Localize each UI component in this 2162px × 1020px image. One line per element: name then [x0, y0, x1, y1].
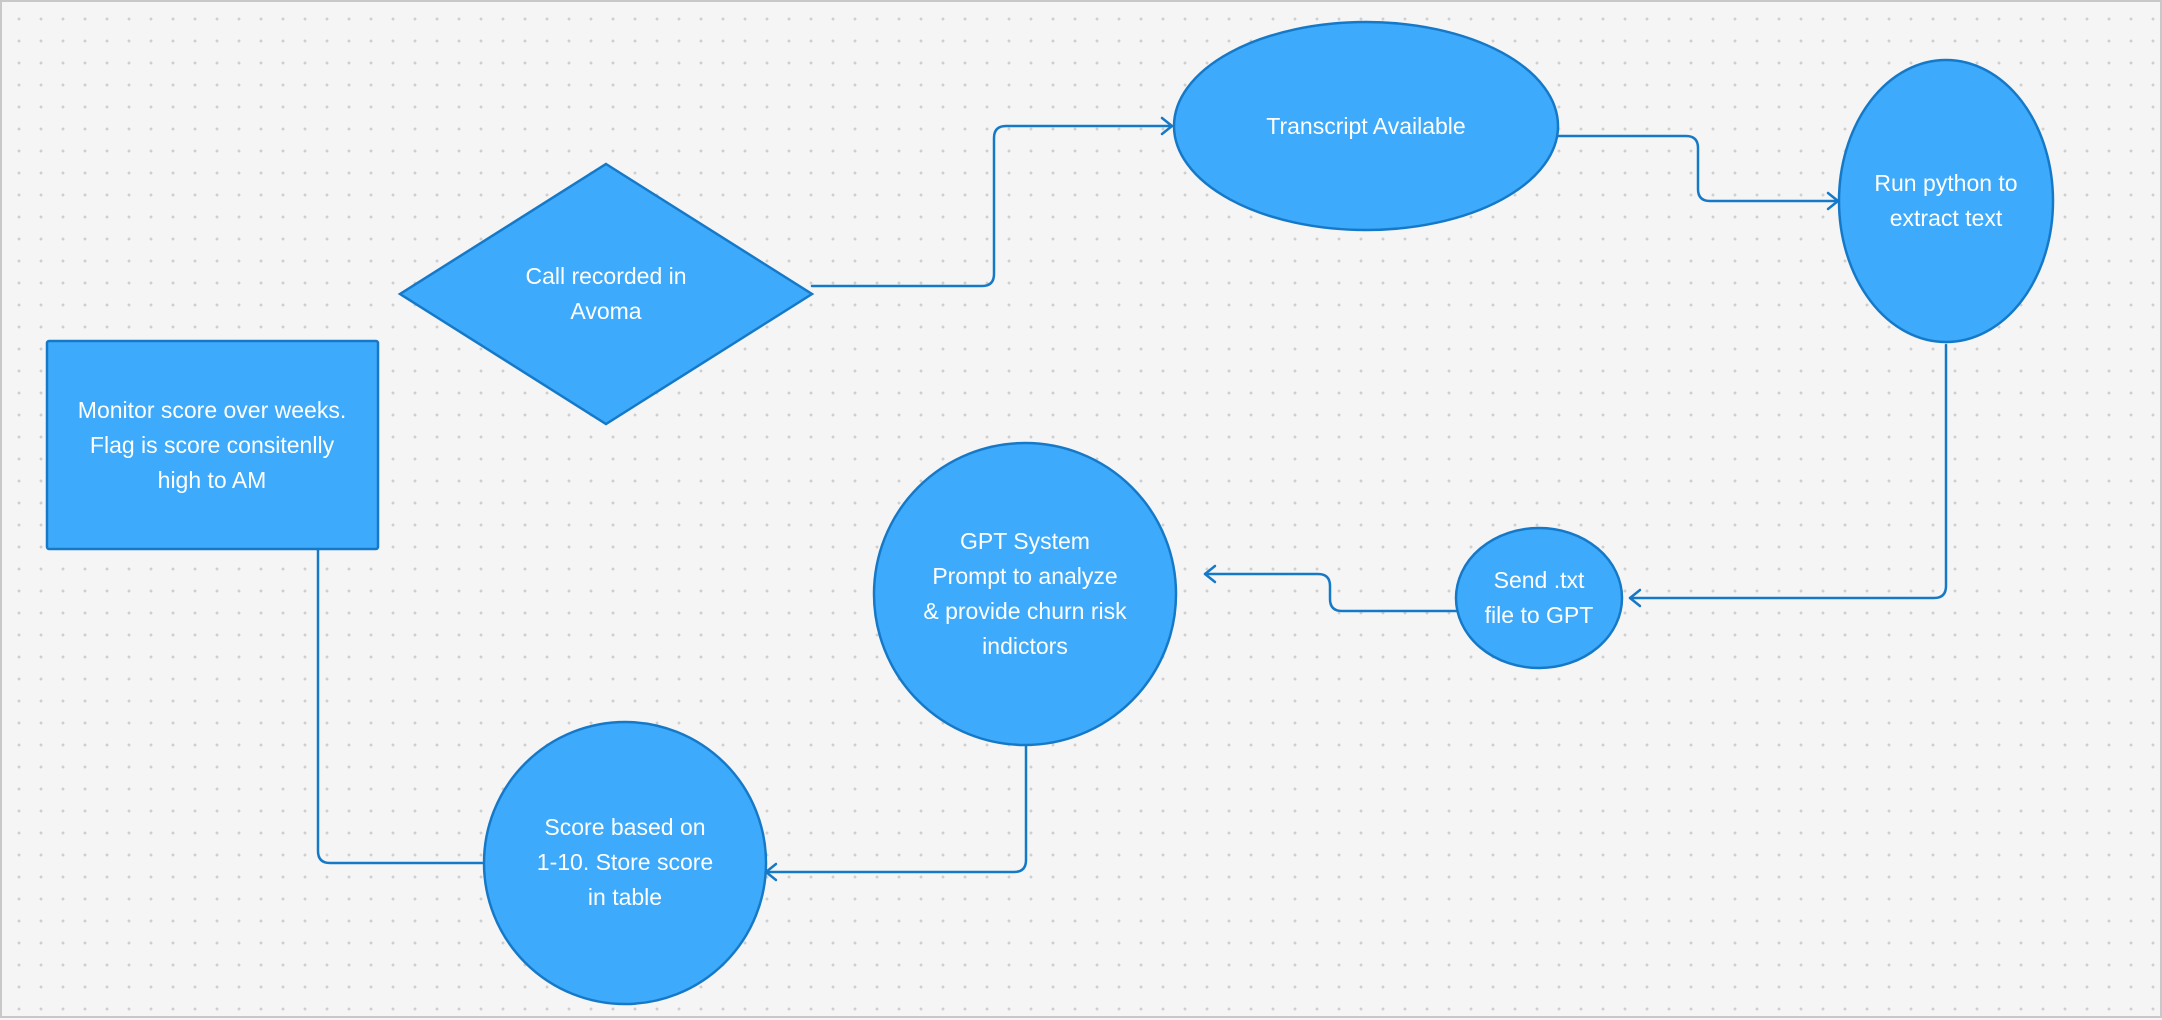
edge-call-to-transcript[interactable] — [810, 116, 1174, 288]
node-send-txt[interactable] — [1454, 526, 1624, 670]
node-score[interactable] — [482, 720, 768, 1006]
edge-gpt-to-score[interactable] — [764, 743, 1028, 882]
node-call-recorded[interactable] — [397, 162, 815, 426]
edge-score-to-monitor[interactable] — [316, 547, 484, 865]
edge-transcript-to-python[interactable] — [1556, 134, 1840, 211]
node-gpt-prompt[interactable] — [872, 441, 1178, 747]
node-run-python[interactable] — [1837, 58, 2055, 344]
edge-send-to-gpt[interactable] — [1203, 564, 1458, 613]
node-monitor[interactable] — [45, 339, 380, 551]
edge-python-to-send[interactable] — [1628, 343, 1948, 608]
node-transcript-available[interactable] — [1172, 20, 1560, 232]
